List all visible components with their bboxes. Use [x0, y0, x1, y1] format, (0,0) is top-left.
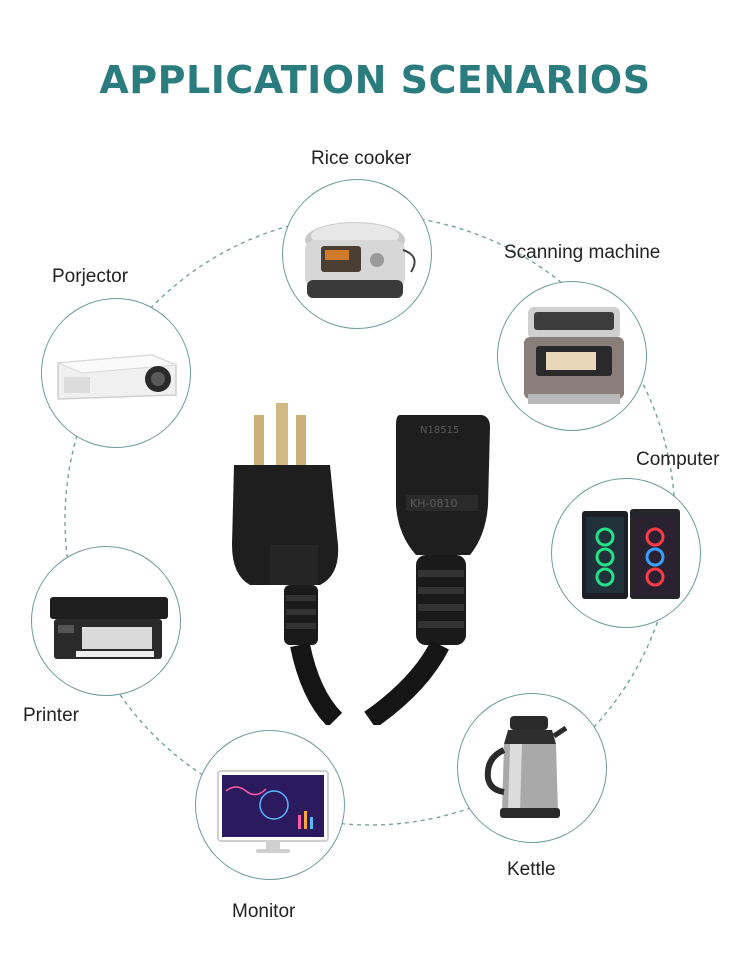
label-rice-cooker: Rice cooker — [311, 148, 412, 169]
scenario-printer — [31, 546, 181, 696]
power-cord-icon: N18515 KH-0810 — [232, 403, 490, 725]
page-title: APPLICATION SCENARIOS — [99, 58, 651, 102]
connector-text: KH-0810 — [410, 497, 457, 510]
label-computer: Computer — [636, 449, 720, 470]
scenario-kettle — [457, 693, 607, 843]
rice-cooker-icon — [305, 222, 416, 298]
computer-tower-icon — [582, 509, 680, 599]
printer-icon — [50, 597, 168, 659]
label-monitor: Monitor — [232, 901, 296, 922]
scenario-projector — [41, 298, 191, 448]
scanner-icon — [524, 307, 624, 404]
label-printer: Printer — [23, 705, 79, 726]
label-kettle: Kettle — [507, 859, 556, 880]
scenario-computer — [551, 478, 701, 628]
plug-text: N18515 — [420, 425, 459, 436]
label-projector: Porjector — [52, 266, 129, 287]
projector-icon — [57, 354, 177, 400]
scenario-monitor — [195, 730, 345, 880]
monitor-icon — [217, 770, 329, 853]
kettle-icon — [484, 716, 568, 818]
scenario-rice-cooker — [282, 179, 432, 329]
scenario-scanning-machine — [497, 281, 647, 431]
label-scanning-machine: Scanning machine — [504, 242, 661, 263]
